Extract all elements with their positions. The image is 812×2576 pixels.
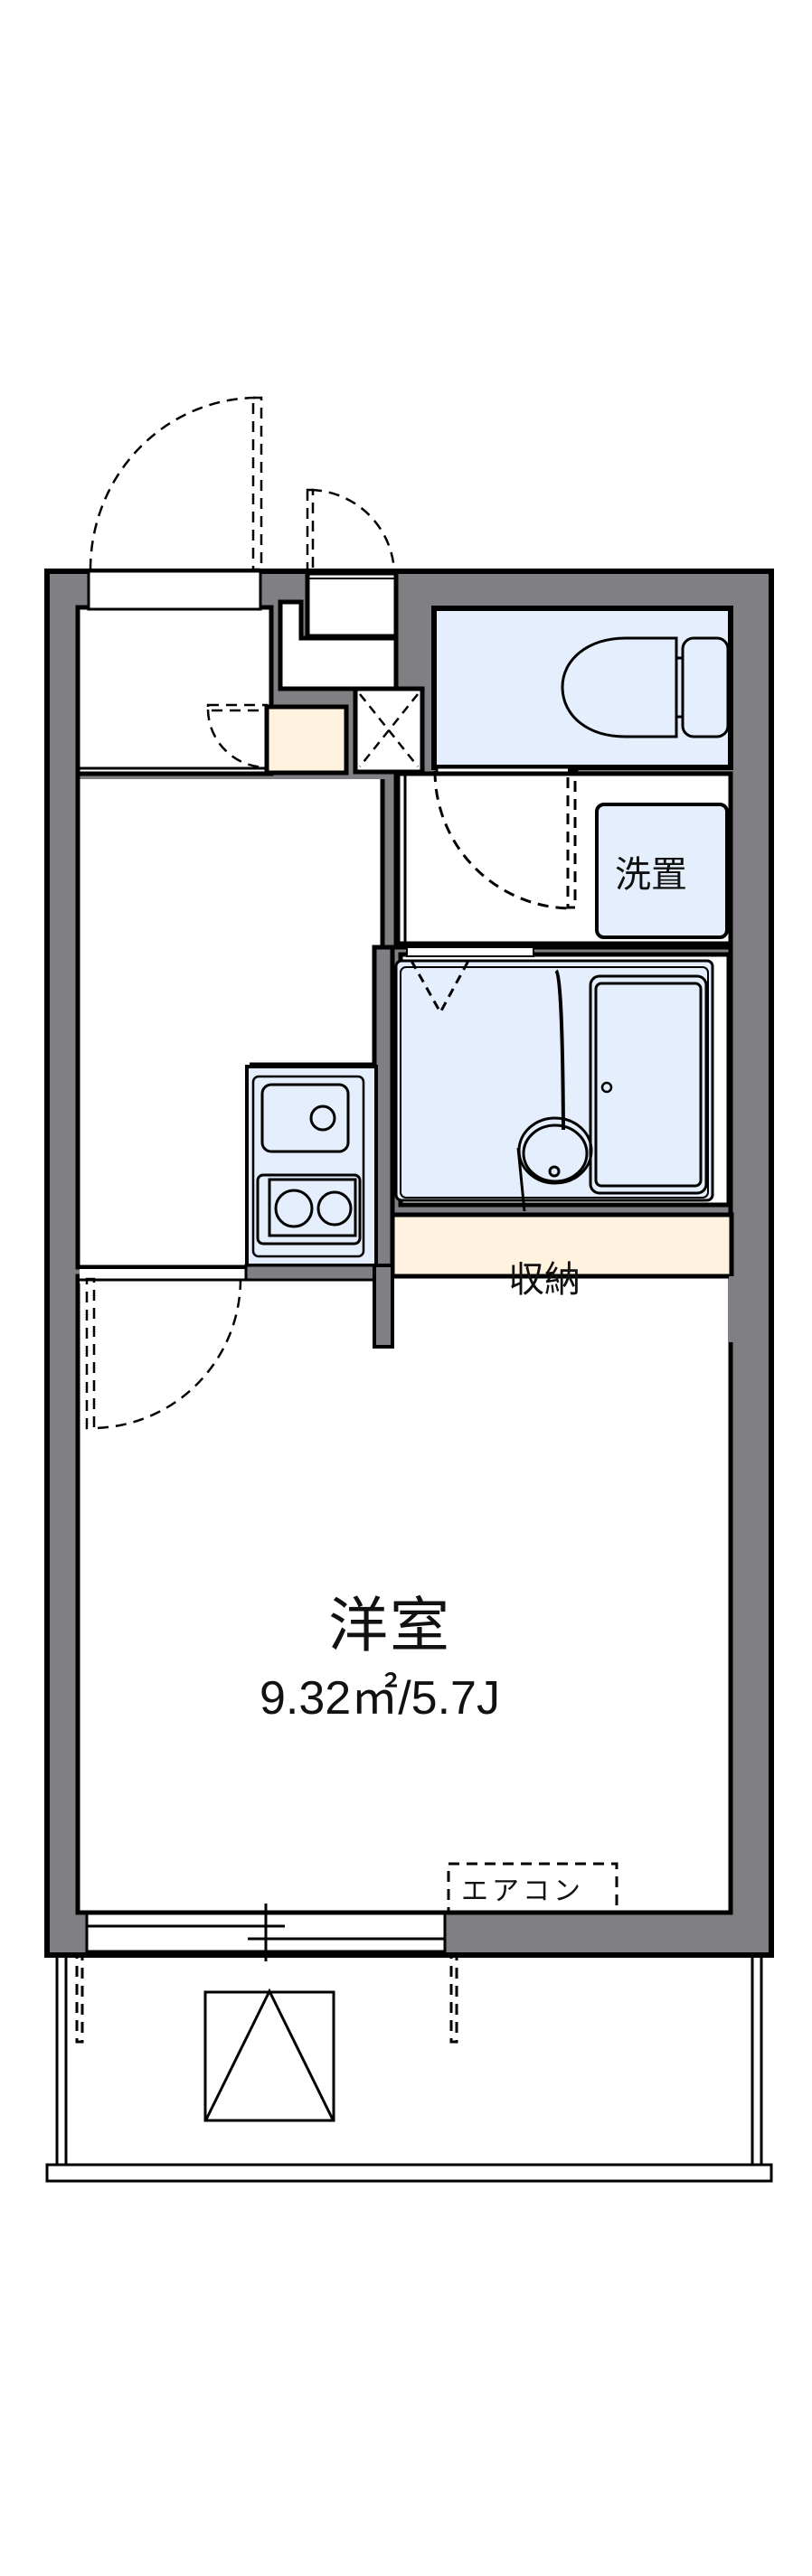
shoe-cabinet-door-swing[interactable] [206, 703, 269, 769]
entrance-door-swing[interactable] [89, 396, 263, 571]
storage-label: 収納 [508, 1259, 581, 1301]
toilet-room [431, 606, 733, 770]
kitchen-unit [245, 1065, 378, 1267]
balcony [45, 1953, 773, 2183]
shoe-cabinet[interactable] [264, 704, 349, 776]
room-door-swing[interactable] [85, 1277, 242, 1430]
unit-bath [394, 959, 714, 1202]
kitchen-sink [260, 1083, 350, 1153]
entrance-floor [75, 605, 274, 776]
laundry-space [595, 803, 729, 939]
bath-door-fold-icon [410, 960, 470, 1016]
aircon-label: エアコン [461, 1876, 584, 1907]
stove [256, 1173, 362, 1246]
toilet-door-swing[interactable] [433, 768, 577, 910]
escape-hatch-icon[interactable] [203, 1988, 335, 2122]
entrance-door-opening [87, 569, 262, 611]
laundry-label: 洗置 [615, 854, 687, 896]
sink-drain-icon [309, 1105, 336, 1132]
balcony-window[interactable] [85, 1904, 447, 1961]
meter-box-door-swing[interactable] [306, 488, 396, 573]
toilet-icon [561, 636, 730, 738]
burner-icon [274, 1189, 314, 1228]
bath-door-opening [406, 946, 534, 957]
burner-icon [316, 1190, 353, 1227]
main-room-area: 9.32㎡/5.7J [260, 1672, 500, 1725]
meter-box [305, 570, 399, 639]
main-room-floor [75, 1274, 733, 1915]
main-room-label: 洋室 [328, 1591, 451, 1660]
bathtub [589, 974, 708, 1195]
pipe-shaft-x-icon [359, 693, 419, 767]
washbasin-icon [517, 1116, 593, 1185]
